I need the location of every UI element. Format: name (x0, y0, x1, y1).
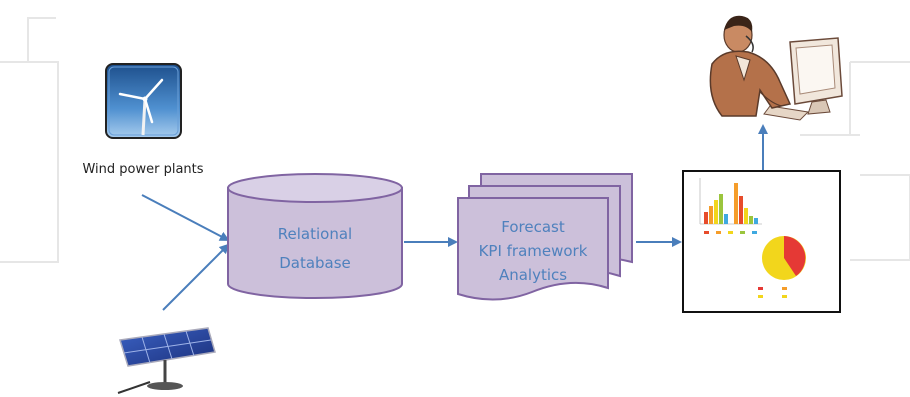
user-at-computer-icon (709, 15, 843, 121)
analytics-label-line2: KPI framework (479, 242, 588, 260)
analytics-label-line1: Forecast (501, 218, 565, 236)
dashboard-pie-chart (758, 236, 806, 298)
relational-database: Relational Database (227, 173, 403, 299)
dashboard-bar-chart (699, 178, 762, 234)
background-decoration (0, 17, 910, 263)
dashboard-chart-icon (682, 170, 841, 313)
analytics-label-line3: Analytics (499, 266, 567, 284)
wind-power-label: Wind power plants (82, 162, 203, 177)
arrow-solar-to-db (162, 243, 230, 311)
wind-turbine-icon (105, 63, 182, 139)
database-label-line1: Relational (278, 225, 352, 243)
solar-panel-icon (117, 327, 216, 394)
analytics-documents: Forecast KPI framework Analytics (457, 173, 633, 301)
database-label-line2: Database (279, 254, 351, 272)
arrow-wind-to-db (141, 194, 230, 241)
